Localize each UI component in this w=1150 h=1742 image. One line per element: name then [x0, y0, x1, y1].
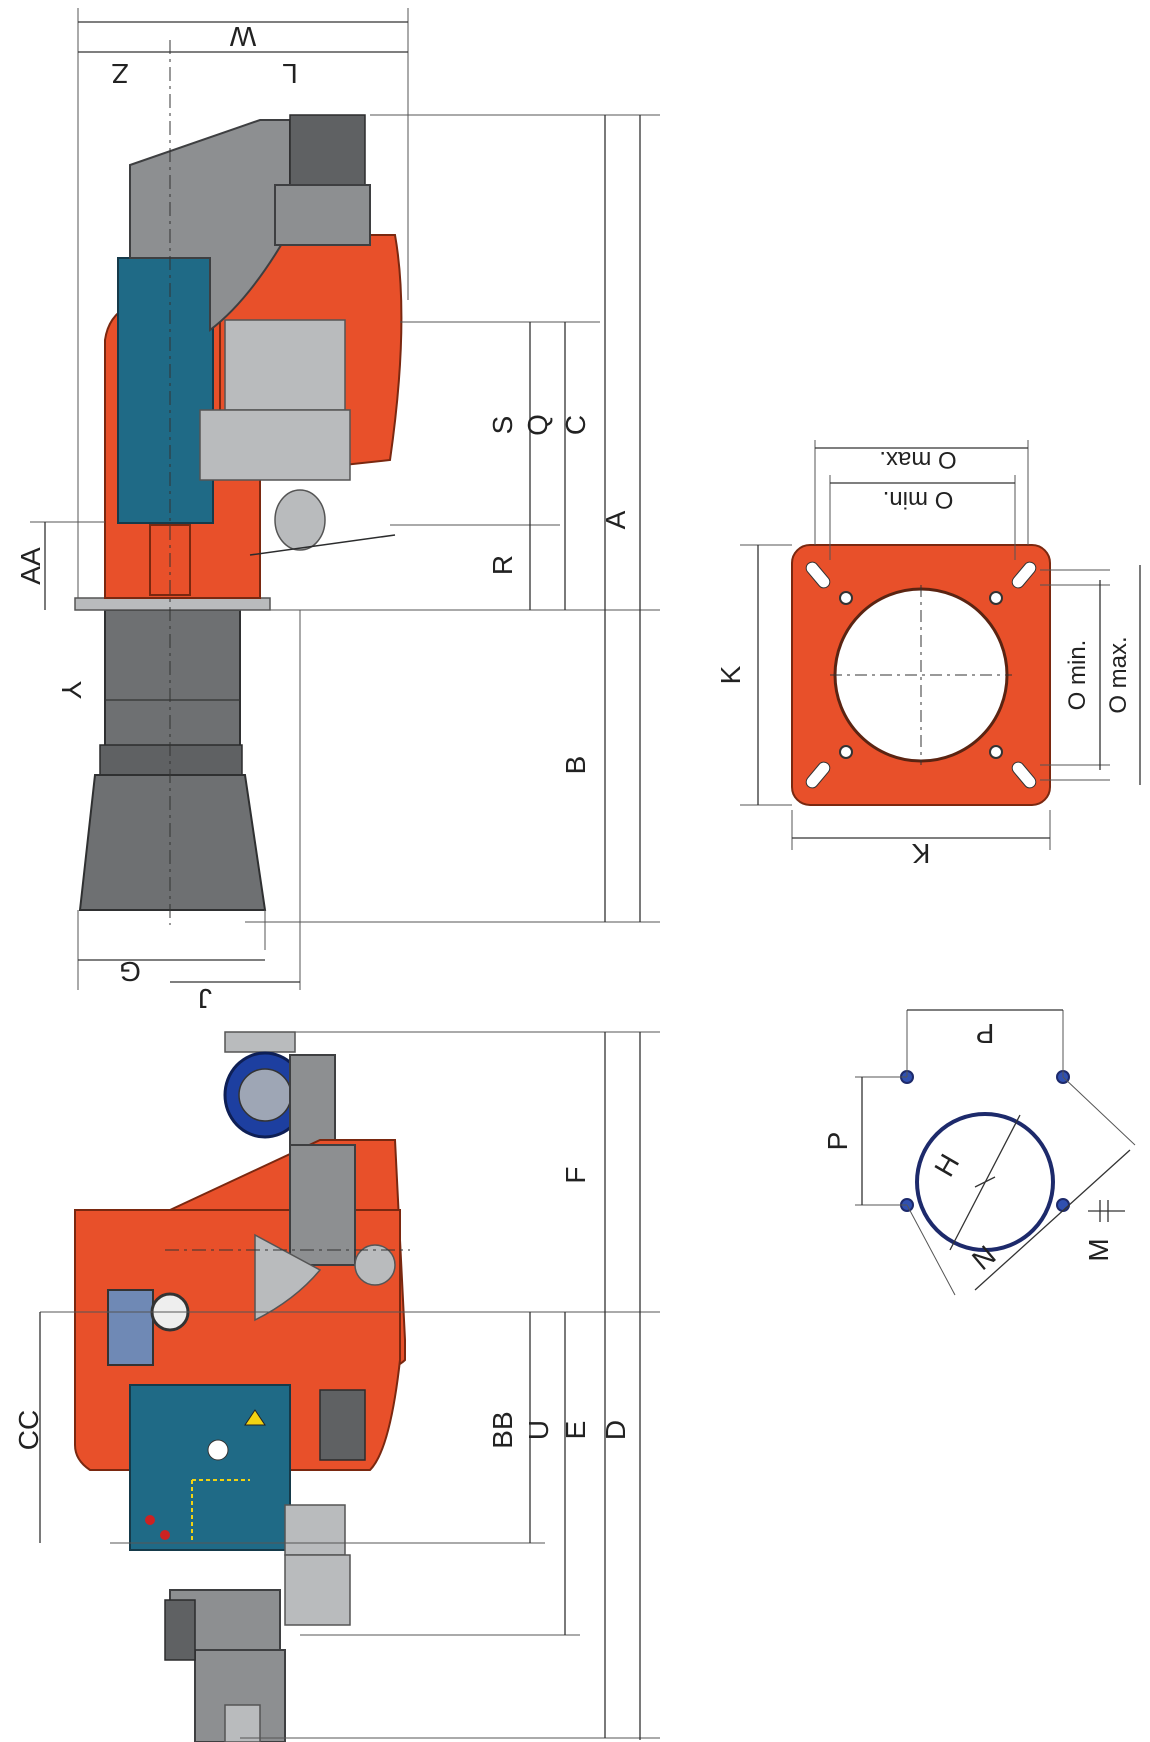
label-Q: Q — [522, 414, 553, 436]
cam-drive — [289, 1144, 356, 1266]
label-AA: AA — [15, 547, 46, 585]
gas-filter — [284, 1554, 351, 1626]
fan-motor — [289, 114, 366, 186]
gas-pipe — [284, 1504, 346, 1556]
sight-glass — [107, 1289, 154, 1366]
gas-train-block — [199, 409, 351, 481]
motor-adapter — [289, 1054, 336, 1146]
bolt-hole-4 — [1056, 1198, 1070, 1212]
label-O-max-right: O max. — [1105, 636, 1132, 713]
label-BB: BB — [487, 1411, 518, 1448]
label-K-left: K — [715, 665, 746, 684]
servo-motor — [319, 1389, 366, 1461]
label-K-bottom: K — [911, 838, 930, 869]
blast-tube — [104, 609, 241, 761]
air-damper — [254, 1233, 322, 1322]
label-G: G — [119, 956, 141, 987]
tube-collar — [99, 744, 243, 776]
label-D: D — [600, 1420, 631, 1440]
control-panel — [129, 1384, 291, 1551]
label-M: M — [1083, 1238, 1114, 1261]
label-L: L — [282, 58, 298, 89]
motor-bracket — [224, 1031, 296, 1053]
label-C: C — [560, 415, 591, 435]
linkage-rod — [249, 534, 396, 556]
label-F: F — [560, 1166, 591, 1183]
flange-dimensions: O max. O min. O min. O max. K K — [715, 440, 1141, 869]
burner-side-view — [74, 40, 403, 925]
mounting-flange — [74, 597, 271, 611]
label-E: E — [560, 1421, 591, 1440]
label-P-left: P — [822, 1132, 853, 1151]
combustion-head — [78, 774, 267, 911]
gas-union — [224, 1704, 261, 1742]
label-J: J — [198, 983, 212, 1014]
bolt-pattern-view: H N P P M — [822, 1009, 1136, 1296]
label-W: W — [229, 21, 256, 52]
label-CC: CC — [13, 1410, 44, 1450]
top-dimensions: W Z L AA Y S Q C R A B G J — [15, 8, 660, 1014]
label-S: S — [487, 416, 518, 435]
boiler-hole — [915, 1112, 1055, 1252]
label-B: B — [560, 756, 591, 775]
valve-coil — [164, 1599, 196, 1661]
label-Z: Z — [111, 58, 128, 89]
motor-body — [274, 184, 371, 246]
label-H: H — [928, 1149, 965, 1182]
label-A: A — [600, 510, 631, 529]
pressure-switch — [274, 489, 326, 551]
label-R: R — [487, 555, 518, 575]
label-U: U — [523, 1420, 554, 1440]
actuator — [224, 319, 346, 411]
label-O-min-top: O min. — [883, 486, 954, 513]
bottom-dimensions: F CC BB U E D — [13, 1031, 660, 1740]
burner-top-view — [74, 1031, 410, 1742]
mounting-flange-view — [791, 544, 1051, 806]
label-O-min-right: O min. — [1064, 640, 1091, 711]
adjust-knob — [354, 1244, 396, 1286]
label-Y: Y — [56, 681, 87, 700]
side-panel — [117, 257, 214, 524]
label-P-bottom: P — [976, 1018, 995, 1049]
label-O-max-top: O max. — [879, 446, 956, 473]
gas-regulator — [194, 1649, 286, 1742]
